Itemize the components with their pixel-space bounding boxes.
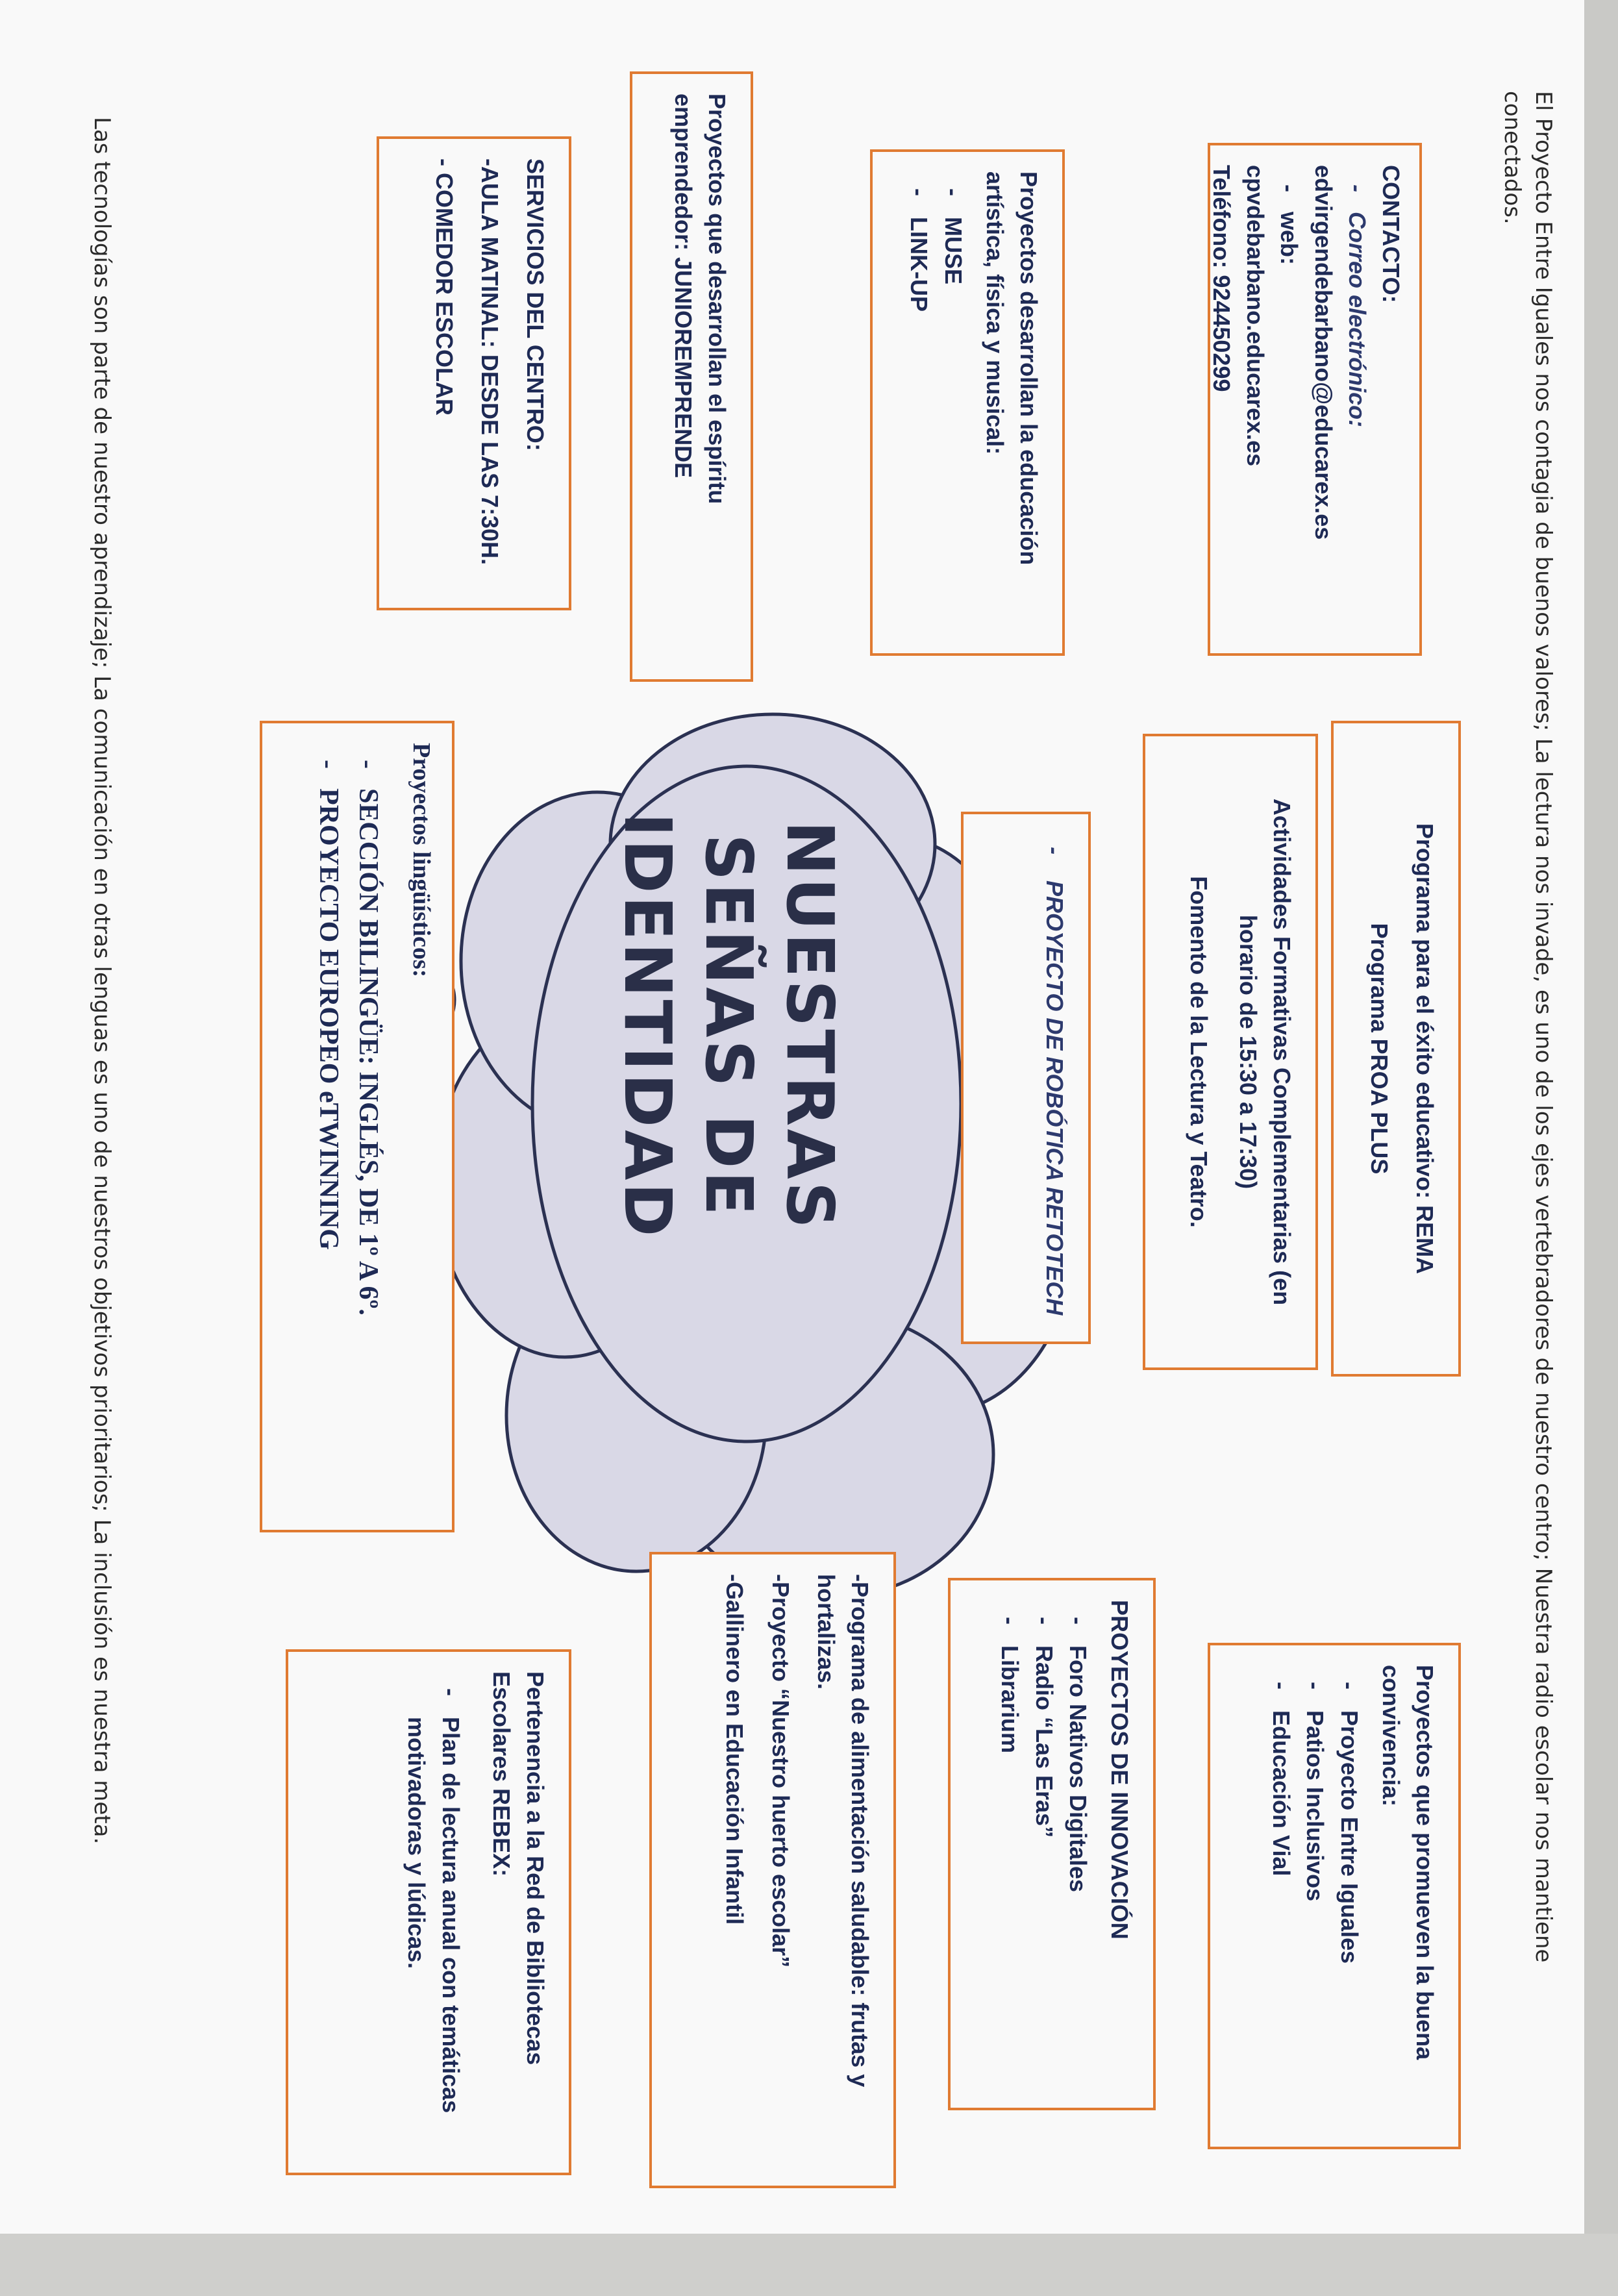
linguistic-project-item: SECCIÓN BILINGÜE: INGLÉS, DE 1º A 6º.: [348, 743, 388, 1510]
innovation-item: Foro Nativos Digitales: [1061, 1600, 1095, 2088]
henhouse-project: -Gallinero en Educación Infantil: [721, 1574, 749, 1925]
robotics-text-label: PROYECTO DE ROBÓTICA RETOTECH: [1041, 880, 1068, 1316]
services-morning: -AULA MATINAL: DESDE LAS 7:30H.: [476, 158, 503, 566]
robotics-text: - PROYECTO DE ROBÓTICA RETOTECH: [1041, 847, 1068, 1316]
proa-program: Programa PROA PLUS: [1365, 923, 1393, 1175]
robotics-box: - PROYECTO DE ROBÓTICA RETOTECH: [961, 812, 1091, 1344]
libraries-title: Pertenencia a la Red de Bibliotecas Esco…: [488, 1671, 549, 2065]
innovation-item: Radio “Las Eras”: [1027, 1600, 1060, 2088]
identity-poster: El Proyecto Entre Iguales nos contagia d…: [0, 0, 1584, 2234]
coexistence-item: Proyecto Entre Iguales: [1332, 1665, 1365, 2127]
cloud-title: NUESTRAS SEÑAS DE IDENTIDAD: [607, 766, 851, 1286]
contact-email-label: - Correo electrónico:: [1343, 184, 1371, 428]
libraries-item: Plan de lectura anual con temáticas moti…: [399, 1671, 467, 2153]
healthy-eating-program: -Programa de alimentación saludable: fru…: [812, 1574, 873, 2088]
background-table: [0, 2234, 1618, 2296]
linguistic-project-item: PROYECTO EUROPEO eTWINNING: [308, 743, 348, 1510]
contact-web[interactable]: cpvdebarbano.educarex.es: [1242, 165, 1269, 467]
healthy-eating-box: -Programa de alimentación saludable: fru…: [649, 1552, 896, 2188]
services-title: SERVICIOS DEL CENTRO:: [522, 158, 549, 451]
artistic-projects-title: Proyectos desarrollan la educación artís…: [981, 171, 1042, 566]
cloud-title-line: IDENTIDAD: [610, 812, 686, 1240]
innovation-box: PROYECTOS DE INNOVACIÓN Foro Nativos Dig…: [948, 1578, 1156, 2110]
activities-schedule: Actividades Formativas Complementarias (…: [1234, 798, 1295, 1306]
contact-email-label-text: Correo electrónico:: [1343, 212, 1371, 428]
coexistence-item: Patios Inclusivos: [1298, 1665, 1332, 2127]
coexistence-item: Educación Vial: [1264, 1665, 1298, 2127]
innovation-title: PROYECTOS DE INNOVACIÓN: [1106, 1600, 1133, 1940]
contact-web-label: - web:: [1276, 184, 1303, 266]
artistic-project-item: LINK-UP: [902, 171, 936, 634]
linguistic-projects-title: Proyectos lingüísticos:: [408, 743, 435, 978]
entrepreneur-text: Proyectos que desarrollan el espíritu em…: [669, 94, 730, 505]
contact-title: CONTACTO:: [1378, 165, 1404, 303]
libraries-box: Pertenencia a la Red de Bibliotecas Esco…: [286, 1649, 571, 2175]
contact-phone: Teléfono: 924450299: [1208, 165, 1236, 392]
artistic-project-item: MUSE: [936, 171, 969, 634]
coexistence-title: Proyectos que promueven la buena convive…: [1377, 1665, 1438, 2060]
coexistence-box: Proyectos que promueven la buena convive…: [1208, 1643, 1461, 2149]
school-garden-project: -Proyecto “Nuestro huerto escolar”: [767, 1574, 794, 1968]
background-wall: [1584, 0, 1618, 2296]
cloud-title-line: SEÑAS DE: [691, 834, 767, 1218]
contact-web-label-text: web:: [1276, 212, 1303, 266]
contact-email[interactable]: edvirgendebarbano@educarex.es: [1310, 165, 1337, 540]
services-box: SERVICIOS DEL CENTRO: -AULA MATINAL: DES…: [377, 136, 571, 610]
innovation-item: Librarium: [993, 1600, 1027, 2088]
rema-box: Programa para el éxito educativo: REMA P…: [1331, 721, 1461, 1377]
cloud-title-line: NUESTRAS: [772, 821, 848, 1231]
artistic-projects-box: Proyectos desarrollan la educación artís…: [870, 149, 1065, 656]
entrepreneur-box: Proyectos que desarrollan el espíritu em…: [630, 71, 753, 682]
activities-box: Actividades Formativas Complementarias (…: [1143, 734, 1318, 1370]
activities-reading: Fomento de la Lectura y Teatro.: [1185, 876, 1212, 1228]
thought-cloud: [358, 712, 1073, 1599]
linguistic-projects-box: Proyectos lingüísticos: SECCIÓN BILINGÜE…: [260, 721, 454, 1532]
services-dining: - COMEDOR ESCOLAR: [430, 158, 458, 416]
contact-box: CONTACTO: - Correo electrónico: edvirgen…: [1208, 143, 1422, 656]
rema-program: Programa para el éxito educativo: REMA: [1412, 823, 1438, 1275]
